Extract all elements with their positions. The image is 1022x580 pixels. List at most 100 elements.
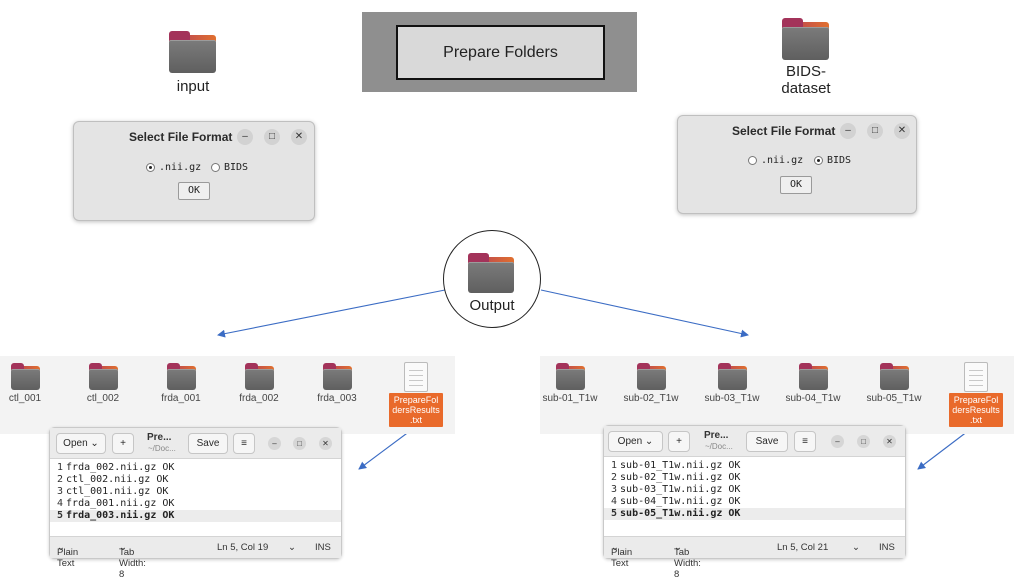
results-file-icon-right[interactable] <box>964 362 988 392</box>
position-chevron-icon[interactable]: ⌄ <box>852 542 860 553</box>
ok-button[interactable]: OK <box>780 176 812 194</box>
insert-mode[interactable]: INS <box>315 542 331 553</box>
save-button[interactable]: Save <box>746 431 788 452</box>
line-number: 5 <box>611 508 618 519</box>
close-button[interactable]: ✕ <box>894 123 910 139</box>
input-folder-icon[interactable] <box>169 31 216 73</box>
new-tab-icon: + <box>676 436 682 447</box>
line-number: 3 <box>57 486 64 497</box>
folder-icon[interactable] <box>167 363 196 390</box>
folder-icon[interactable] <box>89 363 118 390</box>
minimize-button[interactable]: – <box>840 123 856 139</box>
folder-icon[interactable] <box>11 363 40 390</box>
folder-icon[interactable] <box>245 363 274 390</box>
folder-icon[interactable] <box>637 363 666 390</box>
line-text: sub-03_T1w.nii.gz OK <box>620 484 741 495</box>
open-button-label: Open <box>617 436 643 447</box>
radio-niigz[interactable]: .nii.gz <box>146 162 201 173</box>
results-file-name-part2: dersResults <box>952 405 1000 415</box>
syntax-selector[interactable]: Plain Text ⌄ <box>57 542 79 569</box>
open-button[interactable]: Open ⌄ <box>608 431 663 452</box>
maximize-button[interactable]: □ <box>857 435 870 448</box>
folder-icon[interactable] <box>323 363 352 390</box>
tab-width-selector[interactable]: Tab Width: 8 ⌄ <box>674 542 701 580</box>
open-button[interactable]: Open ⌄ <box>56 433 106 454</box>
arrow-output-left <box>217 289 446 338</box>
radio-niigz-label: .nii.gz <box>159 162 202 173</box>
folder-icon[interactable] <box>556 363 585 390</box>
ok-button[interactable]: OK <box>178 182 210 200</box>
arrow-output-right <box>540 289 749 338</box>
radio-selected-icon <box>814 156 823 165</box>
syntax-selector[interactable]: Plain Text ⌄ <box>611 542 633 569</box>
folder-label: sub-03_T1w <box>704 393 760 404</box>
editor-header: Open ⌄ + Pre... ~/Doc... Save ≡ – □ ✕ <box>604 426 905 457</box>
editor-status-bar: Plain Text ⌄ Tab Width: 8 ⌄ Ln 5, Col 19… <box>50 536 341 580</box>
folder-label: frda_002 <box>239 393 279 404</box>
results-file-icon-left[interactable] <box>404 362 428 392</box>
folder-label: sub-04_T1w <box>785 393 841 404</box>
radio-niigz[interactable]: .nii.gz <box>748 155 803 166</box>
new-tab-icon: + <box>120 438 126 449</box>
new-tab-button[interactable]: + <box>668 431 690 452</box>
line-text: frda_002.nii.gz OK <box>66 462 175 473</box>
line-number: 4 <box>57 498 64 509</box>
bids-dataset-folder-icon[interactable] <box>782 18 829 60</box>
maximize-button[interactable]: □ <box>264 129 280 145</box>
radio-bids-label: BIDS <box>827 155 852 166</box>
close-button[interactable]: ✕ <box>291 129 307 145</box>
line-number: 1 <box>57 462 64 473</box>
input-folder-label: input <box>176 78 210 95</box>
save-button[interactable]: Save <box>188 433 228 454</box>
minimize-button[interactable]: – <box>237 129 253 145</box>
editor-status-bar: Plain Text ⌄ Tab Width: 8 ⌄ Ln 5, Col 21… <box>604 536 905 580</box>
prepare-folders-panel: Prepare Folders <box>362 12 637 92</box>
line-text: frda_001.nii.gz OK <box>66 498 175 509</box>
folder-icon[interactable] <box>880 363 909 390</box>
cursor-position[interactable]: Ln 5, Col 21 <box>777 542 829 553</box>
dialog-title: Select File Format <box>129 130 233 144</box>
close-button[interactable]: ✕ <box>319 437 332 450</box>
line-text: sub-05_T1w.nii.gz OK <box>620 508 741 519</box>
folder-icon[interactable] <box>718 363 747 390</box>
menu-button[interactable]: ≡ <box>794 431 816 452</box>
position-chevron-icon[interactable]: ⌄ <box>288 542 296 553</box>
results-file-label-left: PrepareFol dersResults .txt <box>389 393 443 427</box>
prepare-folders-button[interactable]: Prepare Folders <box>396 25 605 80</box>
dialog-title: Select File Format <box>732 124 836 138</box>
maximize-button[interactable]: □ <box>867 123 883 139</box>
results-file-name-part3: .txt <box>409 415 422 425</box>
output-folder-node[interactable]: Output <box>443 230 541 328</box>
radio-bids[interactable]: BIDS <box>814 155 851 166</box>
folder-label: ctl_001 <box>8 393 42 404</box>
minimize-button[interactable]: – <box>831 435 844 448</box>
maximize-button[interactable]: □ <box>293 437 306 450</box>
menu-button[interactable]: ≡ <box>233 433 255 454</box>
radio-bids[interactable]: BIDS <box>211 162 248 173</box>
line-text: frda_003.nii.gz OK <box>66 510 175 521</box>
minimize-button[interactable]: – <box>268 437 281 450</box>
tab-width-selector[interactable]: Tab Width: 8 ⌄ <box>119 542 146 580</box>
right-folder-strip <box>540 356 1014 434</box>
cursor-position[interactable]: Ln 5, Col 19 <box>217 542 269 553</box>
new-tab-button[interactable]: + <box>112 433 134 454</box>
tab-width-label: Tab Width: 8 <box>119 547 146 580</box>
document-title: Pre... <box>147 432 172 443</box>
results-file-name-part2: dersResults <box>392 405 440 415</box>
close-button[interactable]: ✕ <box>883 435 896 448</box>
insert-mode[interactable]: INS <box>879 542 895 553</box>
folder-icon[interactable] <box>799 363 828 390</box>
